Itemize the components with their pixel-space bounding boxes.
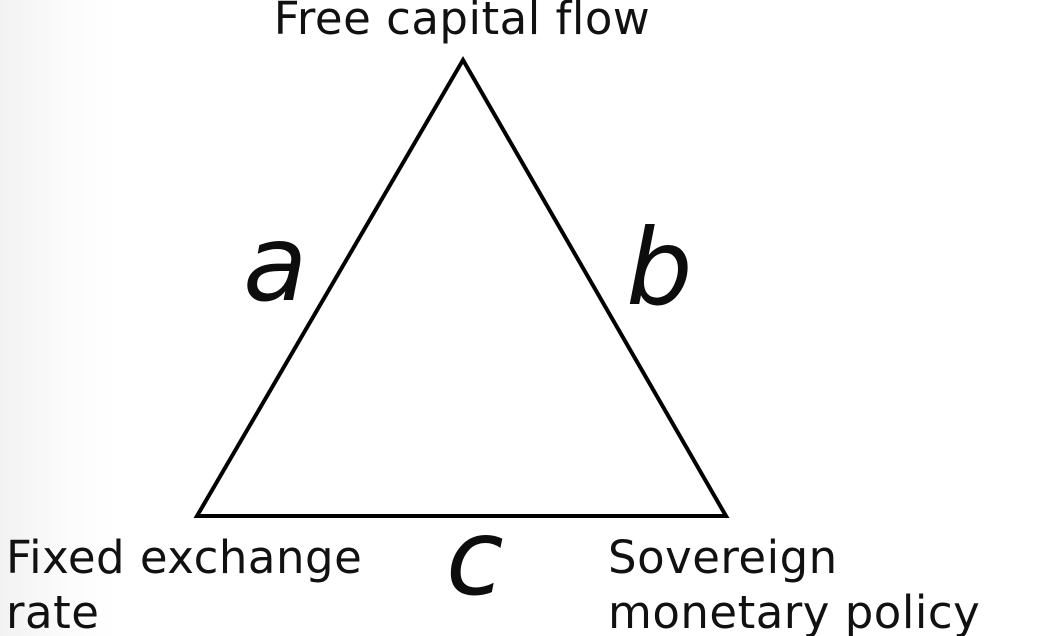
vertex-label-sovereign-monetary-policy: Sovereign monetary policy [608, 531, 981, 636]
side-label-b: b [626, 207, 693, 329]
side-label-c: c [446, 497, 504, 619]
triangle-outline [193, 56, 730, 518]
vertex-label-free-capital-flow: Free capital flow [273, 0, 651, 45]
vertex-label-fixed-exchange-rate: Fixed exchange rate [6, 531, 363, 636]
side-label-a: a [243, 203, 308, 325]
